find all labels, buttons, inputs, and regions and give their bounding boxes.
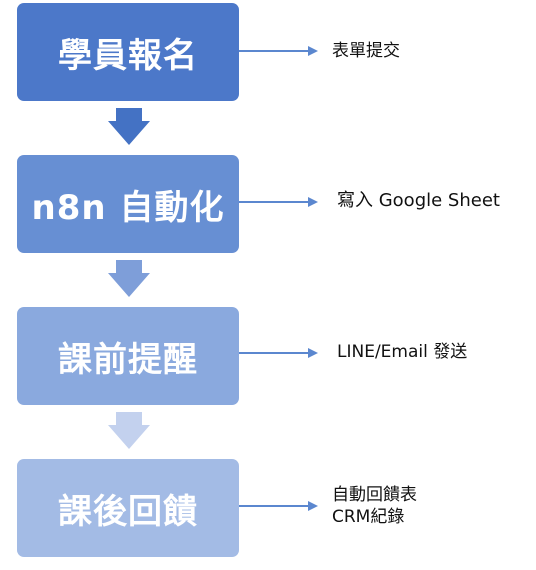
- down-arrow-3: [108, 412, 150, 449]
- side-arrow-3: [239, 348, 318, 358]
- side-arrow-4: [239, 501, 318, 511]
- step-note-automation: 寫入 Google Sheet: [337, 190, 500, 212]
- step-label: n8n 自動化: [31, 187, 225, 228]
- step-box-reminder: 課前提醒: [17, 307, 239, 405]
- step-box-registration: 學員報名: [17, 3, 239, 101]
- step-label: 學員報名: [58, 35, 198, 76]
- down-arrow-2: [108, 260, 150, 297]
- side-arrow-1: [239, 46, 318, 56]
- step-box-feedback: 課後回饋: [17, 459, 239, 557]
- note-line: 寫入 Google Sheet: [337, 190, 500, 211]
- step-note-registration: 表單提交: [332, 40, 400, 62]
- step-label: 課後回饋: [58, 491, 198, 532]
- down-arrow-1: [108, 108, 150, 145]
- step-label: 課前提醒: [58, 339, 198, 380]
- note-line: LINE/Email 發送: [337, 342, 468, 362]
- note-line: CRM紀錄: [332, 507, 405, 527]
- note-line: 自動回饋表: [332, 485, 417, 505]
- note-line: 表單提交: [332, 41, 400, 61]
- step-note-reminder: LINE/Email 發送: [337, 341, 467, 363]
- step-note-feedback: 自動回饋表 CRM紀錄: [332, 484, 417, 528]
- side-arrow-2: [239, 197, 318, 207]
- step-box-automation: n8n 自動化: [17, 155, 239, 253]
